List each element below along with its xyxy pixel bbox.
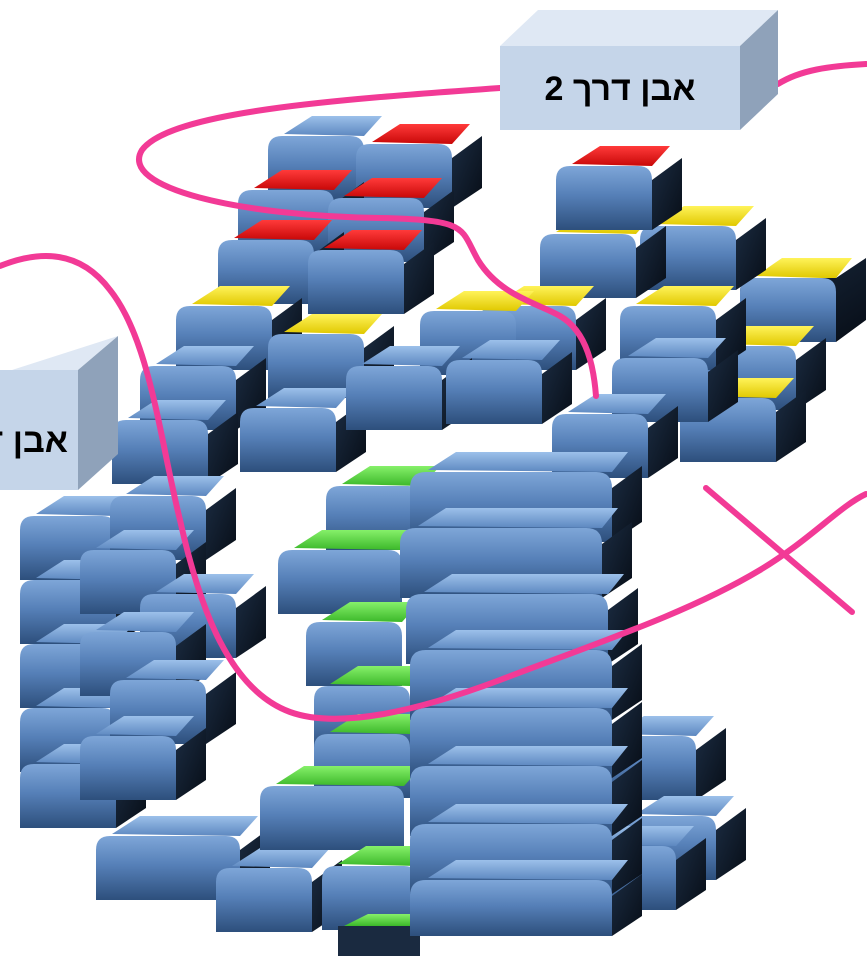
block <box>556 146 682 230</box>
block <box>308 230 434 314</box>
callout-lines <box>0 61 867 722</box>
block <box>446 340 572 424</box>
block <box>260 766 422 850</box>
callout-curve-left <box>0 253 867 722</box>
callout-cross-line <box>703 485 855 615</box>
milestone-label-top: אבן דרך 2 <box>500 10 778 130</box>
milestone-label-top-text: אבן דרך 2 <box>545 70 696 108</box>
block-tower-right <box>400 452 746 936</box>
block-tower-left <box>20 400 342 932</box>
block <box>620 286 746 370</box>
callout-curve-top-tail <box>775 61 867 87</box>
block <box>80 716 206 800</box>
block <box>278 530 420 614</box>
block <box>410 860 642 936</box>
block-cluster-right <box>420 146 866 462</box>
block-cluster-middle <box>140 338 738 478</box>
milestone-label-left: אבן דרך 1 <box>0 336 118 490</box>
milestone-label-left-text: אבן דרך 1 <box>0 422 68 460</box>
callout-curve-top <box>136 85 599 399</box>
block <box>240 388 366 472</box>
block-cluster-top <box>176 116 482 398</box>
